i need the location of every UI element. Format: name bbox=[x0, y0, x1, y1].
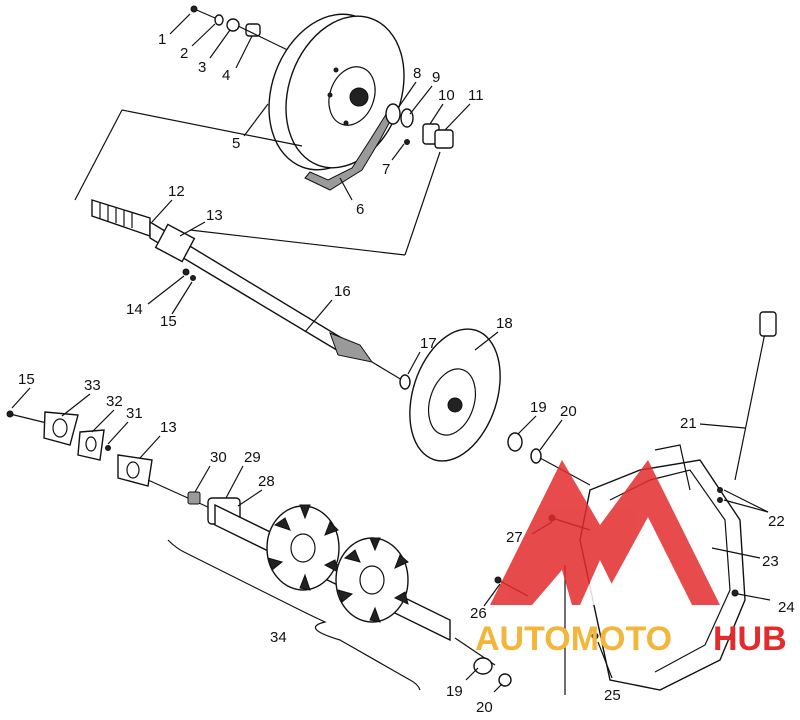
label-30: 30 bbox=[210, 449, 227, 466]
label-1: 1 bbox=[158, 31, 166, 48]
leader-lines bbox=[11, 13, 771, 693]
label-20-lower: 20 bbox=[476, 699, 493, 715]
label-24: 24 bbox=[778, 599, 795, 616]
label-19-lower: 19 bbox=[446, 683, 463, 700]
automotohub-watermark: AUTOMOTO HUB bbox=[470, 455, 800, 715]
pulley-wheel bbox=[268, 13, 405, 171]
label-18: 18 bbox=[496, 315, 513, 332]
label-25: 25 bbox=[604, 687, 621, 704]
drive-shaft-assembly bbox=[187, 491, 451, 642]
label-21: 21 bbox=[680, 415, 697, 432]
watermark-logo-svg: AUTOMOTO HUB bbox=[475, 460, 787, 658]
lower-washers bbox=[454, 637, 512, 687]
bearing-plates bbox=[6, 410, 211, 509]
label-22: 22 bbox=[768, 513, 785, 530]
label-34: 34 bbox=[270, 629, 287, 646]
label-6: 6 bbox=[356, 201, 364, 218]
label-27: 27 bbox=[506, 529, 523, 546]
bearing-collars bbox=[385, 103, 454, 149]
label-7: 7 bbox=[382, 161, 390, 178]
label-13: 13 bbox=[206, 207, 223, 224]
label-9: 9 bbox=[432, 69, 440, 86]
label-31: 31 bbox=[126, 405, 143, 422]
part-labels: 1 2 3 4 5 6 7 8 9 10 11 12 13 14 15 16 1… bbox=[18, 31, 795, 716]
label-14: 14 bbox=[126, 301, 143, 318]
assembly-bracket bbox=[167, 539, 421, 691]
label-15: 15 bbox=[160, 313, 177, 330]
label-26: 26 bbox=[470, 605, 487, 622]
watermark-brand-left: AUTOMOTO bbox=[475, 620, 672, 658]
label-12: 12 bbox=[168, 183, 185, 200]
label-19-upper: 19 bbox=[530, 399, 547, 416]
label-33: 33 bbox=[84, 377, 101, 394]
label-4: 4 bbox=[222, 67, 230, 84]
label-10: 10 bbox=[438, 87, 455, 104]
upper-leader-box bbox=[74, 109, 441, 256]
label-2: 2 bbox=[180, 45, 188, 62]
label-32: 32 bbox=[106, 393, 123, 410]
brake-disc bbox=[371, 328, 591, 486]
watermark-brand-right: HUB bbox=[713, 620, 787, 658]
upper-shaft bbox=[91, 199, 374, 363]
label-29: 29 bbox=[244, 449, 261, 466]
label-15-lower: 15 bbox=[18, 371, 35, 388]
watermark-triangles-icon bbox=[490, 460, 720, 605]
label-3: 3 bbox=[198, 59, 206, 76]
label-16: 16 bbox=[334, 283, 351, 300]
label-8: 8 bbox=[413, 65, 421, 82]
label-5: 5 bbox=[232, 135, 240, 152]
label-13-lower: 13 bbox=[160, 419, 177, 436]
label-23: 23 bbox=[762, 553, 779, 570]
label-28: 28 bbox=[258, 473, 275, 490]
sprocket-left bbox=[266, 504, 340, 591]
sprocket-right bbox=[335, 537, 409, 623]
label-17: 17 bbox=[420, 335, 437, 352]
label-20-upper: 20 bbox=[560, 403, 577, 420]
label-11: 11 bbox=[468, 87, 484, 104]
